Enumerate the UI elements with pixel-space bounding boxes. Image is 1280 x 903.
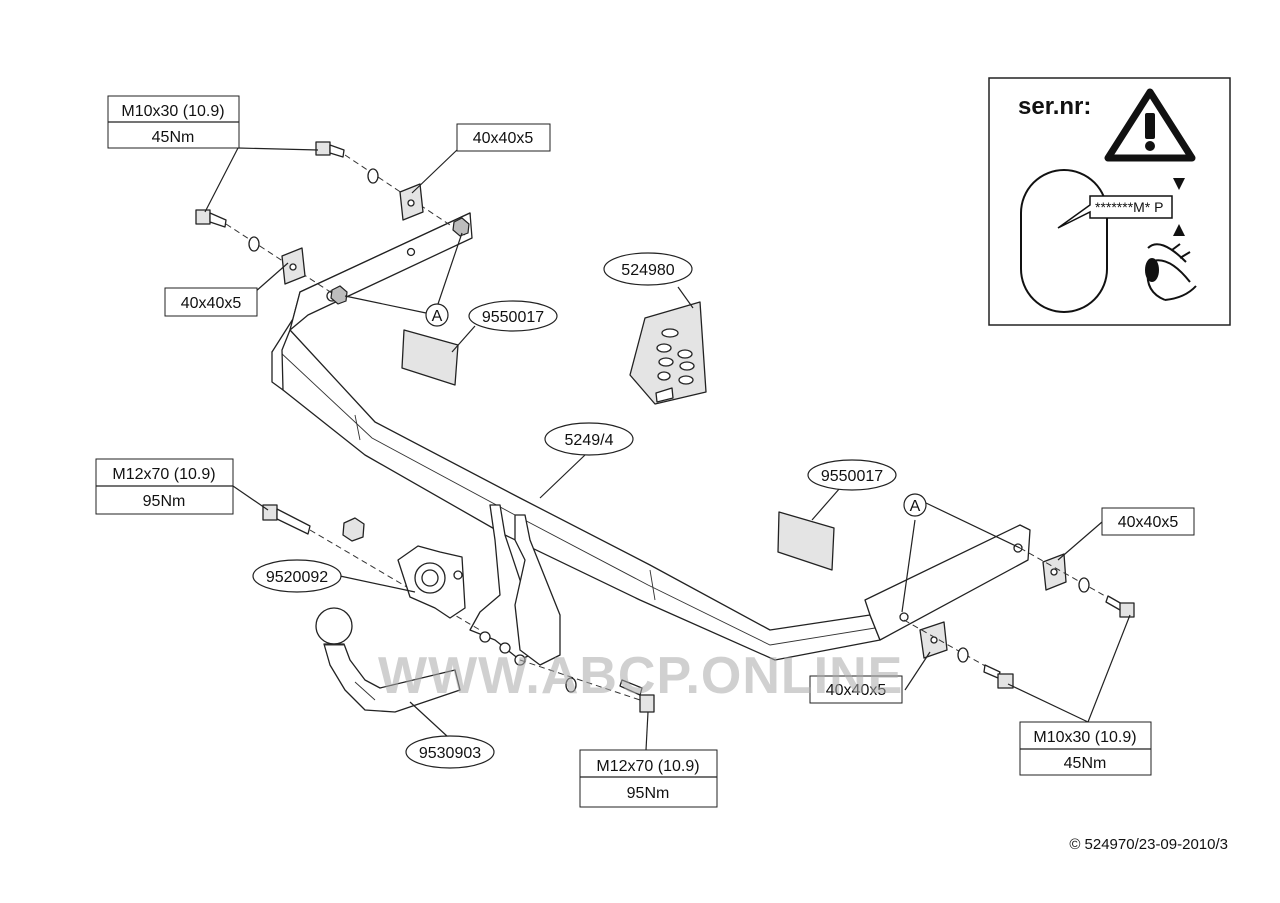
part-number-text: 5249/4 bbox=[565, 432, 614, 449]
arrow-up-icon bbox=[1173, 224, 1185, 236]
label-bolt-m10-top: M10x30 (10.9) 45Nm bbox=[107, 95, 240, 149]
label-point-a-left: A bbox=[425, 303, 449, 327]
block-top bbox=[401, 329, 459, 386]
warning-triangle-icon bbox=[1104, 88, 1196, 162]
washer-right-1 bbox=[1078, 577, 1090, 593]
part-number-text: 9550017 bbox=[482, 309, 544, 326]
block-right bbox=[777, 511, 835, 571]
label-plate-left: 40x40x5 bbox=[164, 287, 258, 317]
label-socket-plate: 9520092 bbox=[252, 559, 342, 593]
point-a-text: A bbox=[910, 498, 921, 515]
bolt-spec-text: M10x30 (10.9) bbox=[1033, 729, 1136, 746]
bolt-spec-text: M12x70 (10.9) bbox=[112, 466, 215, 483]
tow-ball bbox=[315, 607, 461, 713]
serial-number-title: ser.nr: bbox=[1018, 93, 1091, 120]
plate-size-text: 40x40x5 bbox=[1118, 514, 1179, 531]
label-block-top: 9550017 bbox=[468, 300, 558, 332]
label-point-a-right: A bbox=[903, 493, 927, 517]
washer-bottom bbox=[565, 677, 577, 693]
plate-size-text: 40x40x5 bbox=[473, 130, 534, 147]
washer-top-2 bbox=[248, 236, 260, 252]
plate-bottom bbox=[919, 621, 948, 659]
bolt-right-1 bbox=[1105, 595, 1135, 618]
nut-m12-left bbox=[342, 517, 365, 542]
plate-size-text: 40x40x5 bbox=[826, 682, 887, 699]
part-number-text: 9530903 bbox=[419, 745, 481, 762]
bolt-m12-left bbox=[262, 504, 311, 535]
plate-top bbox=[399, 183, 424, 221]
torque-text: 95Nm bbox=[627, 785, 670, 802]
plate-left bbox=[281, 247, 306, 285]
bolt-spec-text: M12x70 (10.9) bbox=[596, 758, 699, 775]
torque-text: 45Nm bbox=[1064, 755, 1107, 772]
washer-top-1 bbox=[367, 168, 379, 184]
plate-size-text: 40x40x5 bbox=[181, 295, 242, 312]
fixing-kit-bag bbox=[629, 301, 707, 405]
part-number-text: 9550017 bbox=[821, 468, 883, 485]
nut-a-2 bbox=[452, 217, 470, 237]
nut-a-1 bbox=[330, 285, 348, 305]
label-bolt-m12-bottom: M12x70 (10.9) 95Nm bbox=[579, 749, 718, 808]
serial-code: *******M* P bbox=[1095, 199, 1163, 215]
washer-right-2 bbox=[957, 647, 969, 663]
point-a-text: A bbox=[432, 308, 443, 325]
label-plate-top: 40x40x5 bbox=[456, 123, 551, 152]
leader-lines bbox=[204, 147, 1131, 751]
serial-plate-outline bbox=[1020, 169, 1108, 313]
label-plate-bottom: 40x40x5 bbox=[809, 675, 903, 704]
label-kit: 524980 bbox=[603, 252, 693, 286]
bolt-top-2 bbox=[195, 209, 227, 228]
copyright-note: © 524970/23-09-2010/3 bbox=[1069, 836, 1228, 853]
torque-text: 45Nm bbox=[152, 129, 195, 146]
eye-icon bbox=[1145, 243, 1197, 301]
label-bolt-m10-right: M10x30 (10.9) 45Nm bbox=[1019, 721, 1152, 776]
bolt-spec-text: M10x30 (10.9) bbox=[121, 103, 224, 120]
plate-right bbox=[1042, 553, 1067, 591]
label-ball: 9530903 bbox=[405, 735, 495, 769]
torque-text: 95Nm bbox=[143, 493, 186, 510]
watermark: WWW.ABCP.ONLINE bbox=[378, 647, 903, 705]
bolt-top-1 bbox=[315, 141, 345, 158]
label-bolt-m12-left: M12x70 (10.9) 95Nm bbox=[95, 458, 234, 515]
label-block-right: 9550017 bbox=[807, 459, 897, 491]
bolt-m12-bottom bbox=[619, 679, 655, 713]
part-number-text: 9520092 bbox=[266, 569, 328, 586]
arrow-down-icon bbox=[1173, 178, 1185, 190]
serial-number-panel: ser.nr: *******M* P bbox=[988, 77, 1231, 326]
part-number-text: 524980 bbox=[621, 262, 674, 279]
label-plate-right: 40x40x5 bbox=[1101, 507, 1195, 536]
socket-plate bbox=[397, 545, 466, 619]
label-crossbar: 5249/4 bbox=[544, 422, 634, 456]
